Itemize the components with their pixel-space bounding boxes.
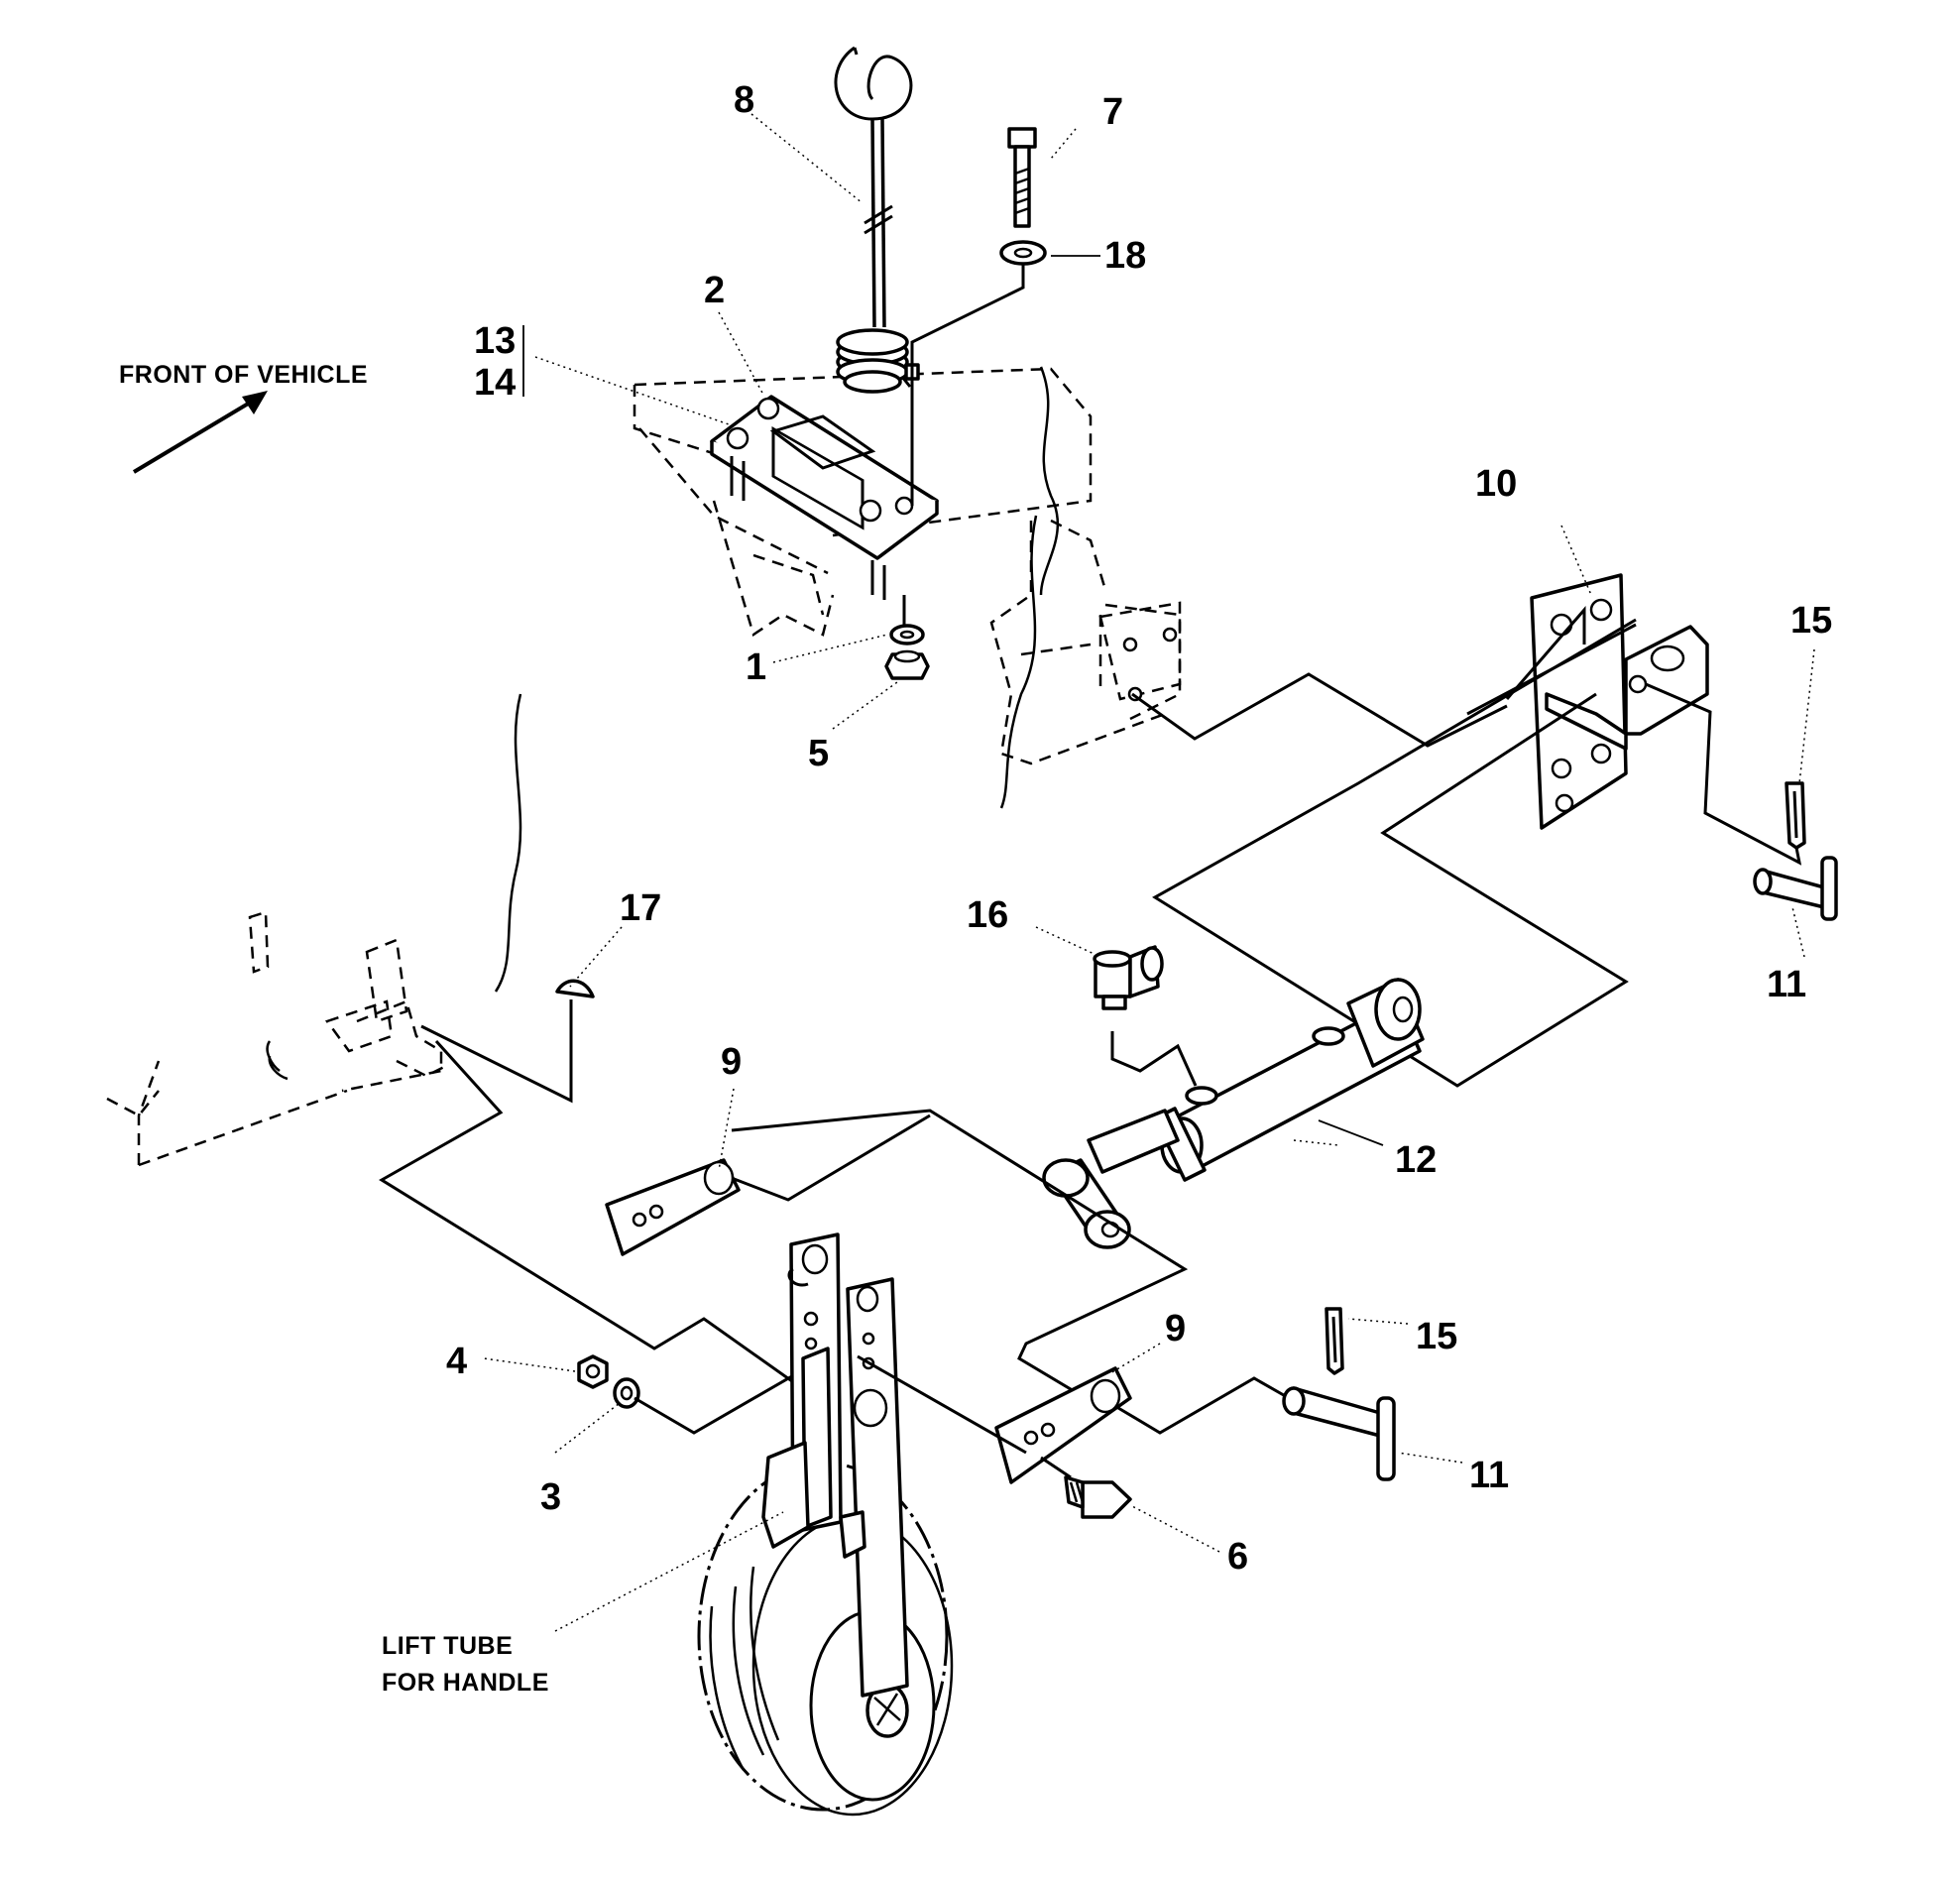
elbow-fitting	[1093, 945, 1164, 1010]
assembly-outline-lower	[731, 1109, 1189, 1415]
nut-4	[577, 1354, 609, 1389]
callout-18: 18	[1104, 235, 1146, 277]
assembly-line-left	[379, 1039, 824, 1405]
callout-15-lower: 15	[1416, 1316, 1457, 1357]
pin-11-lower	[1282, 1386, 1396, 1481]
callout-1: 1	[746, 646, 766, 688]
callout-2: 2	[704, 270, 725, 311]
frame-rail-dashed	[633, 366, 1182, 809]
mounting-plate	[710, 395, 939, 600]
assembly-line-frame-10	[1131, 672, 1508, 748]
cotter-15-lower	[1325, 1307, 1344, 1375]
cotter-15-upper	[1785, 781, 1806, 850]
bolt-6	[1064, 1475, 1132, 1519]
callout-4: 4	[446, 1341, 467, 1382]
callout-6: 6	[1227, 1536, 1248, 1578]
washer-3	[613, 1377, 640, 1409]
leader-lines	[483, 113, 1815, 1632]
assembly-line-17	[420, 999, 573, 1104]
assembly-line-6	[1040, 1456, 1072, 1479]
lift-tube-label-line1: LIFT TUBE	[382, 1632, 513, 1660]
callout-11-lower: 11	[1469, 1455, 1509, 1496]
assembly-line-16	[1110, 1031, 1198, 1087]
assembly-line-10-11	[1645, 682, 1802, 866]
hydraulic-cylinder	[1042, 978, 1425, 1249]
callout-14: 14	[474, 362, 516, 404]
callout-11-upper: 11	[1767, 964, 1806, 1005]
frame-bracket-dashed	[1098, 601, 1182, 702]
callout-8: 8	[734, 79, 754, 121]
callout-5: 5	[808, 733, 829, 774]
callout-15-upper: 15	[1790, 600, 1832, 642]
nut-5	[884, 649, 930, 680]
callout-17: 17	[620, 887, 661, 929]
left-frame-dashed	[106, 693, 522, 1167]
front-of-vehicle-label: FRONT OF VEHICLE	[119, 361, 368, 389]
callout-13: 13	[474, 320, 516, 362]
assembly-line-lower-pin	[857, 1354, 1027, 1455]
washer-18	[999, 240, 1047, 266]
link-bar-9-lower	[994, 1366, 1132, 1484]
callout-9-upper: 9	[721, 1041, 742, 1083]
callout-16: 16	[967, 894, 1008, 936]
link-bar-9-upper	[605, 1158, 741, 1256]
callout-3: 3	[540, 1476, 561, 1518]
key-17	[555, 979, 595, 998]
assembly-line-7	[910, 264, 1025, 506]
spring-pin	[834, 46, 920, 394]
assembly-outline-upper	[1152, 618, 1637, 1088]
callout-10: 10	[1475, 463, 1517, 505]
lift-tube-label-line2: FOR HANDLE	[382, 1669, 549, 1697]
pin-11-upper	[1753, 856, 1838, 921]
bolt-7	[1007, 127, 1037, 228]
washer-1	[889, 624, 925, 645]
assembly-line-9-11	[1117, 1376, 1290, 1435]
assembly-line-cyl-9	[723, 1114, 931, 1202]
bracket-10	[1530, 573, 1709, 830]
callout-7: 7	[1102, 91, 1123, 133]
callout-9-lower: 9	[1165, 1308, 1186, 1349]
caster-assembly	[697, 1232, 954, 1817]
assembly-line-10-cyl	[1505, 605, 1586, 700]
assembly-line-3-4	[634, 1356, 824, 1435]
callout-12: 12	[1395, 1139, 1437, 1181]
front-arrow	[132, 391, 268, 474]
assembly-outline-cylinder	[1466, 623, 1637, 716]
